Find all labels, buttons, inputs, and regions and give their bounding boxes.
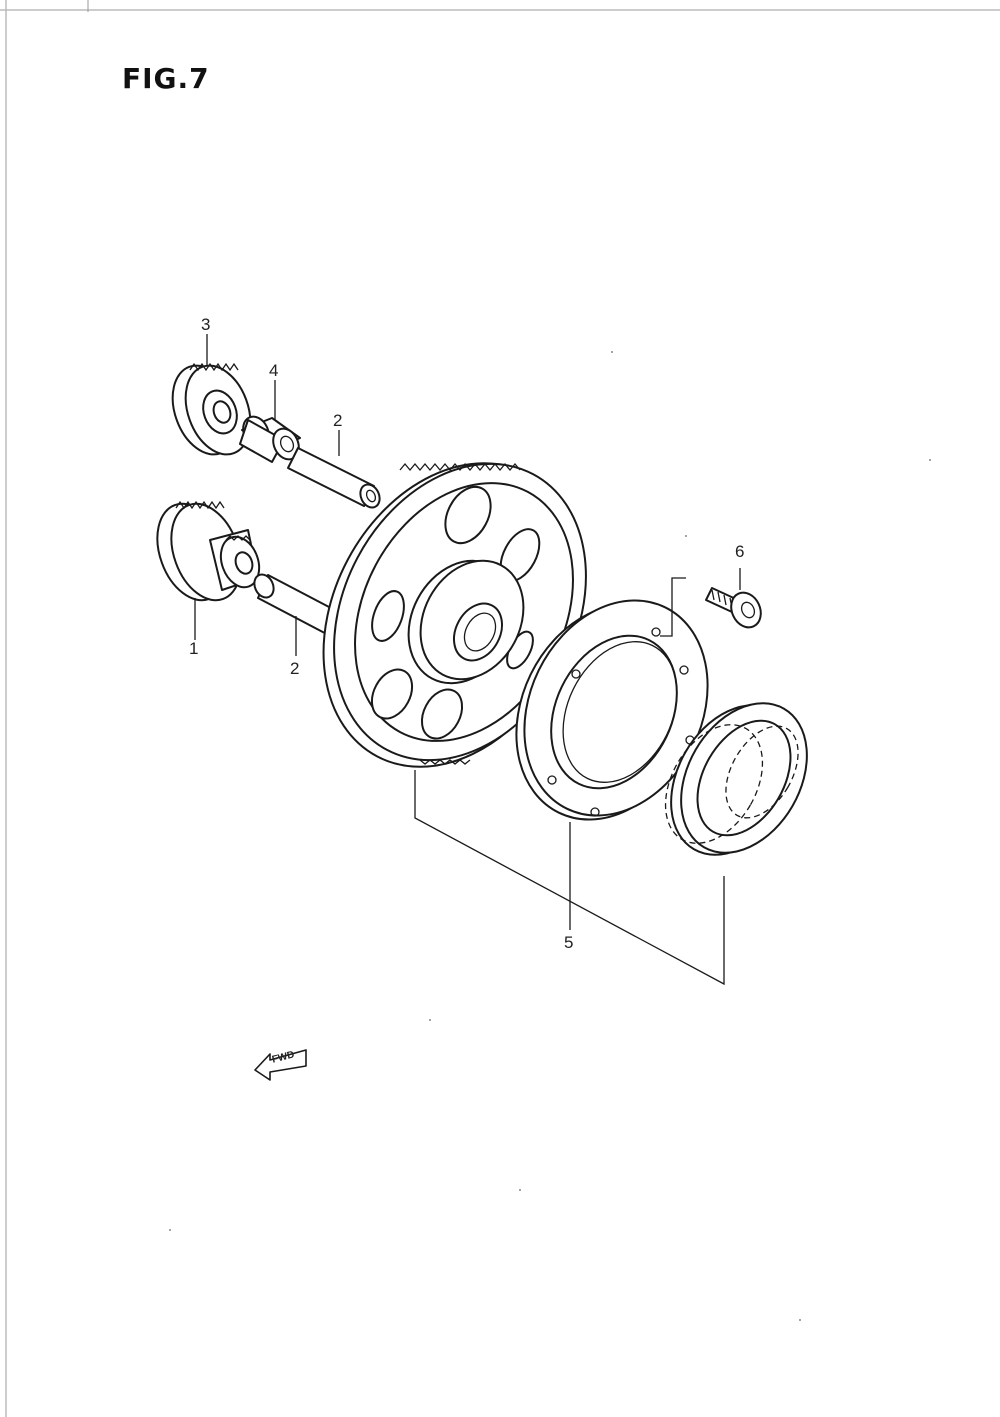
callout-2-upper: 2 [333, 411, 343, 430]
leader-lines [194, 334, 741, 986]
callout-5: 5 [564, 933, 574, 952]
callout-1: 1 [189, 639, 199, 658]
forward-arrow-icon [254, 1049, 307, 1081]
scan-specks [169, 351, 931, 1321]
part-1-starter-idle-gear [156, 500, 261, 602]
callout-6: 6 [735, 542, 745, 561]
part-2-shaft-upper [287, 447, 381, 509]
callout-3: 3 [201, 315, 211, 334]
callout-4: 4 [269, 361, 279, 380]
part-5-starter-driven-gear [322, 462, 587, 768]
part-5-one-way-clutch [664, 702, 808, 856]
part-6-bolt [705, 587, 762, 629]
part-4-bushing [239, 415, 301, 463]
part-5-clutch-housing [515, 599, 709, 821]
figure-title: FIG.7 [122, 62, 210, 95]
callout-2-lower: 2 [290, 659, 300, 678]
part-3-idle-gear [171, 362, 252, 456]
